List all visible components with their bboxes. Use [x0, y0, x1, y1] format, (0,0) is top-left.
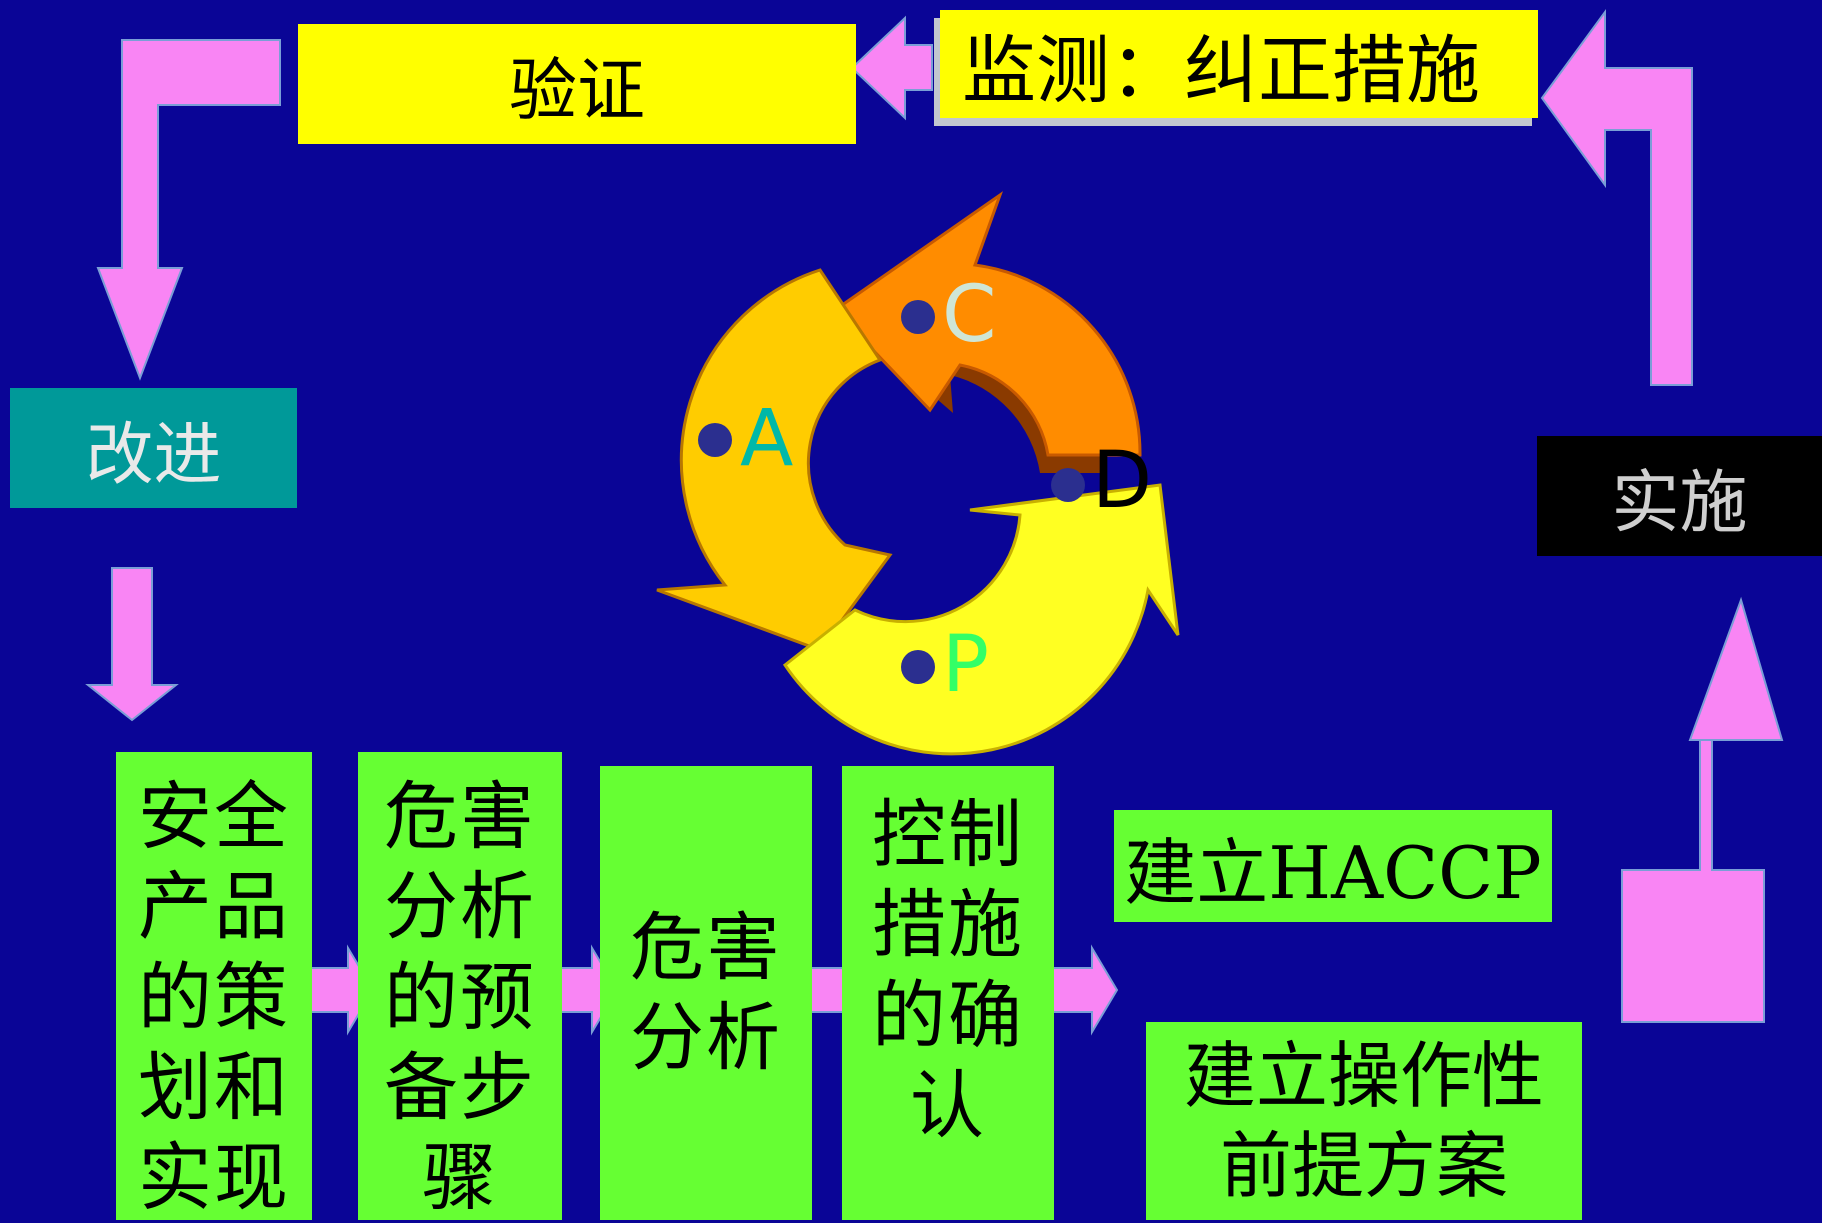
pdca-dots: [698, 300, 1085, 684]
step-2-box: 危害 分析 的预 备步 骤: [358, 752, 562, 1222]
pdca-label-p: P: [942, 620, 990, 710]
implement-box: 实施: [1537, 436, 1822, 556]
arrow-implement-to-monitor: [1540, 8, 1693, 386]
pdca-p-segment: [782, 483, 1180, 756]
pdca-label-a: A: [740, 394, 794, 484]
pdca-p-dot: [901, 650, 935, 684]
haccp-box: 建立HACCP: [1114, 810, 1552, 922]
pdca-label-d: D: [1092, 436, 1153, 526]
pdca-d-dot: [1051, 468, 1085, 502]
pdca-a-dot: [698, 423, 732, 457]
arrow-improve-down: [85, 567, 179, 722]
step-4-box: 控制 措施 的确 认: [842, 766, 1054, 1220]
arrow-verify-to-improve: [96, 39, 281, 381]
step-4-label: 控制 措施 的确 认: [872, 792, 1024, 1149]
step-2-label: 危害 分析 的预 备步 骤: [384, 774, 536, 1222]
pdca-cycle: [656, 191, 1180, 756]
improve-label: 改进: [85, 415, 222, 495]
implement-label: 实施: [1611, 463, 1748, 543]
prp-box: 建立操作性 前提方案: [1146, 1022, 1582, 1220]
arrow-bottom-to-implement: [1621, 596, 1784, 1023]
improve-box: 改进: [10, 388, 297, 508]
monitor-label: 监测：纠正措施: [962, 27, 1480, 114]
pdca-c-dot: [901, 300, 935, 334]
step-1-label: 安全 产品 的策 划和 实现: [138, 774, 290, 1222]
step-1-box: 安全 产品 的策 划和 实现: [116, 752, 312, 1222]
monitor-box: 监测：纠正措施: [940, 10, 1538, 118]
verify-box: 验证: [298, 24, 856, 144]
arrow-monitor-to-verify: [850, 15, 933, 121]
step-3-box: 危害 分析: [600, 766, 812, 1220]
pdca-label-c: C: [942, 270, 997, 360]
haccp-label: 建立HACCP: [1124, 830, 1542, 915]
step-3-label: 危害 分析: [630, 904, 782, 1081]
pdca-a-segment: [656, 268, 893, 652]
pdca-c-segment: [832, 191, 1142, 457]
verify-label: 验证: [508, 51, 645, 131]
prp-label: 建立操作性 前提方案: [1183, 1034, 1544, 1208]
